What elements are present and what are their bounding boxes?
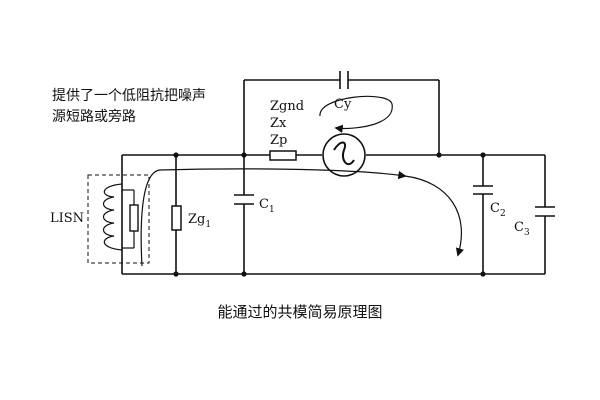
junction-dot — [241, 271, 247, 277]
zp-resistor — [269, 150, 297, 161]
junction-dot — [241, 152, 247, 158]
junction-dots — [173, 152, 486, 277]
lisn-label: LISN — [50, 211, 84, 226]
lisn-box — [87, 174, 150, 264]
common-mode-current-arrow — [140, 168, 407, 267]
junction-dot — [480, 152, 486, 158]
lisn-inductor — [102, 183, 123, 251]
junction-dot — [436, 152, 442, 158]
c3-label: C3 — [514, 220, 530, 238]
zg1-label: Zg1 — [188, 212, 211, 230]
diagram-caption: 能通过的共模简易原理图 — [217, 303, 382, 321]
zgnd-label: Zgnd — [270, 99, 304, 114]
annotation-line-1: 提供了一个低阻抗把噪声 — [52, 88, 206, 104]
c2-label: C2 — [490, 201, 506, 219]
junction-dot — [173, 152, 179, 158]
zx-label: Zx — [270, 116, 287, 131]
c1-label: C1 — [259, 197, 275, 215]
zp-label: Zp — [270, 133, 287, 148]
circuit-wires — [121, 79, 546, 275]
cy-loop-current-arrow — [319, 95, 393, 133]
annotation-line-2: 源短路或旁路 — [52, 108, 136, 125]
junction-dot — [173, 271, 179, 277]
lisn-resistor — [129, 204, 139, 232]
junction-dot — [480, 271, 486, 277]
noise-source-wave — [333, 141, 355, 166]
return-current-arrow — [404, 175, 464, 257]
noise-source-symbol — [322, 133, 366, 177]
zg1-resistor — [171, 205, 182, 231]
